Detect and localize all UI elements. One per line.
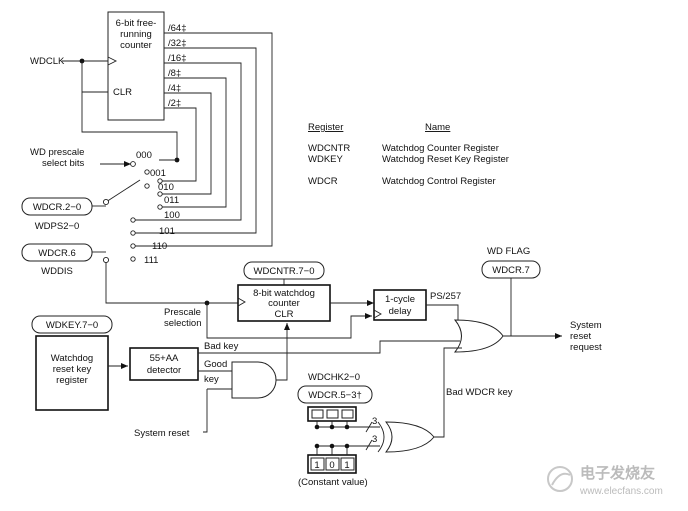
prescale-selection-1: Prescale [164,307,201,318]
wd-flag-label: WD FLAG [487,246,530,257]
counter-title-2: running [120,29,152,40]
constant-bit-1: 0 [329,460,334,471]
register-row-1: WDKEY [308,154,344,165]
watermark-cn: 电子发烧友 [580,464,655,482]
code-100: 100 [164,210,180,221]
key-detector: 55+AA detector [129,347,199,381]
register-header: Register [308,122,343,133]
output-label-2: reset [570,331,591,342]
code-110: 110 [152,241,167,252]
svg-text:WDKEY.7−0: WDKEY.7−0 [46,320,98,331]
svg-text:WDCNTR.7−0: WDCNTR.7−0 [254,266,315,277]
counter-clr-label: CLR [113,87,132,98]
wdkey-field: WDKEY.7−0 [31,315,113,334]
bus-width-1: 3 [372,416,377,427]
counter-title-1: 6-bit free- [116,18,157,29]
svg-text:WDCR.5−3†: WDCR.5−3† [308,390,362,401]
wdps-label: WDPS2−0 [35,221,80,232]
bad-key-label: Bad key [204,341,239,352]
output-label-1: System [570,320,602,331]
good-key-label-2: key [204,374,219,385]
code-000: 000 [136,150,152,161]
tap-32: /32‡ [168,38,187,49]
wdclk-label: WDCLK [30,56,65,67]
system-reset-label: System reset [134,428,190,439]
constant-bit-0: 1 [314,460,319,471]
prescale-select-label-2: select bits [42,158,84,169]
svg-text:WDCR.2−0: WDCR.2−0 [33,202,81,213]
key-reg-title-3: register [56,375,88,386]
prescale-select-label-1: WD prescale [30,147,84,158]
constant-value-register: 1 0 1 [307,454,357,474]
wddis-label: WDDIS [41,266,73,277]
code-011: 011 [164,195,179,206]
watchdog-reset-key-register: Watchdog reset key register [35,335,109,411]
elecfans-watermark: 电子发烧友 www.elecfans.com [547,464,663,497]
wdcr-disable-field: WDCR.6 [21,243,93,262]
delay-title-1: 1-cycle [385,294,415,305]
wd-flag-field: WDCR.7 [481,260,541,279]
output-label-3: request [570,342,602,353]
register-row-0: WDCNTR [308,143,350,154]
wd-counter-title-2: counter [268,298,300,309]
one-cycle-delay: 1-cycle delay [373,289,427,321]
tap-64: /64‡ [168,23,187,34]
clock-input-triangle [107,56,118,66]
register-row-2: WDCR [308,176,338,187]
wdcr-bits-register [307,406,357,422]
tap-8: /8‡ [168,68,181,79]
free-running-counter: 6-bit free- running counter CLR [107,11,165,121]
ps257-label: PS/257 [430,291,461,302]
code-010: 010 [158,182,174,193]
key-reg-title-2: reset key [53,364,92,375]
or-gate [453,319,504,353]
tap-4: /4‡ [168,83,181,94]
key-reg-title-1: Watchdog [51,353,93,364]
wd-counter-title-1: 8-bit watchdog [253,288,315,299]
wdchk-label: WDCHK2−0 [308,372,360,383]
detector-title-1: 55+AA [150,353,179,364]
watchdog-counter: 8-bit watchdog counter CLR [237,284,331,322]
constant-bit-2: 1 [344,460,349,471]
code-001: 001 [150,168,166,179]
counter-title-3: counter [120,40,152,51]
and-gate [231,361,277,399]
wd-counter-clr: CLR [274,309,293,320]
tap-16: /16‡ [168,53,187,64]
wdcr-prescale-field: WDCR.2−0 [21,197,93,216]
svg-text:WDCR.7: WDCR.7 [492,265,529,276]
xor-gate [377,421,435,453]
name-row-1: Watchdog Reset Key Register [382,154,509,165]
prescale-selection-2: selection [164,318,202,329]
detector-title-2: detector [147,365,181,376]
tap-2: /2‡ [168,98,181,109]
bad-wdcr-key-label: Bad WDCR key [446,387,513,398]
register-table: Register Name WDCNTR Watchdog Counter Re… [308,122,509,187]
constant-value-label: (Constant value) [298,477,368,488]
code-111: 111 [144,255,158,266]
delay-title-2: delay [389,306,412,317]
code-101: 101 [159,226,175,237]
bus-width-2: 3 [372,434,377,445]
wdcntr-field: WDCNTR.7−0 [243,261,325,280]
good-key-label-1: Good [204,359,227,370]
name-row-0: Watchdog Counter Register [382,143,499,154]
watermark-url: www.elecfans.com [579,486,663,497]
svg-text:WDCR.6: WDCR.6 [38,248,75,259]
name-row-2: Watchdog Control Register [382,176,496,187]
name-header: Name [425,122,450,133]
wdcr-check-field: WDCR.5−3† [297,385,373,404]
